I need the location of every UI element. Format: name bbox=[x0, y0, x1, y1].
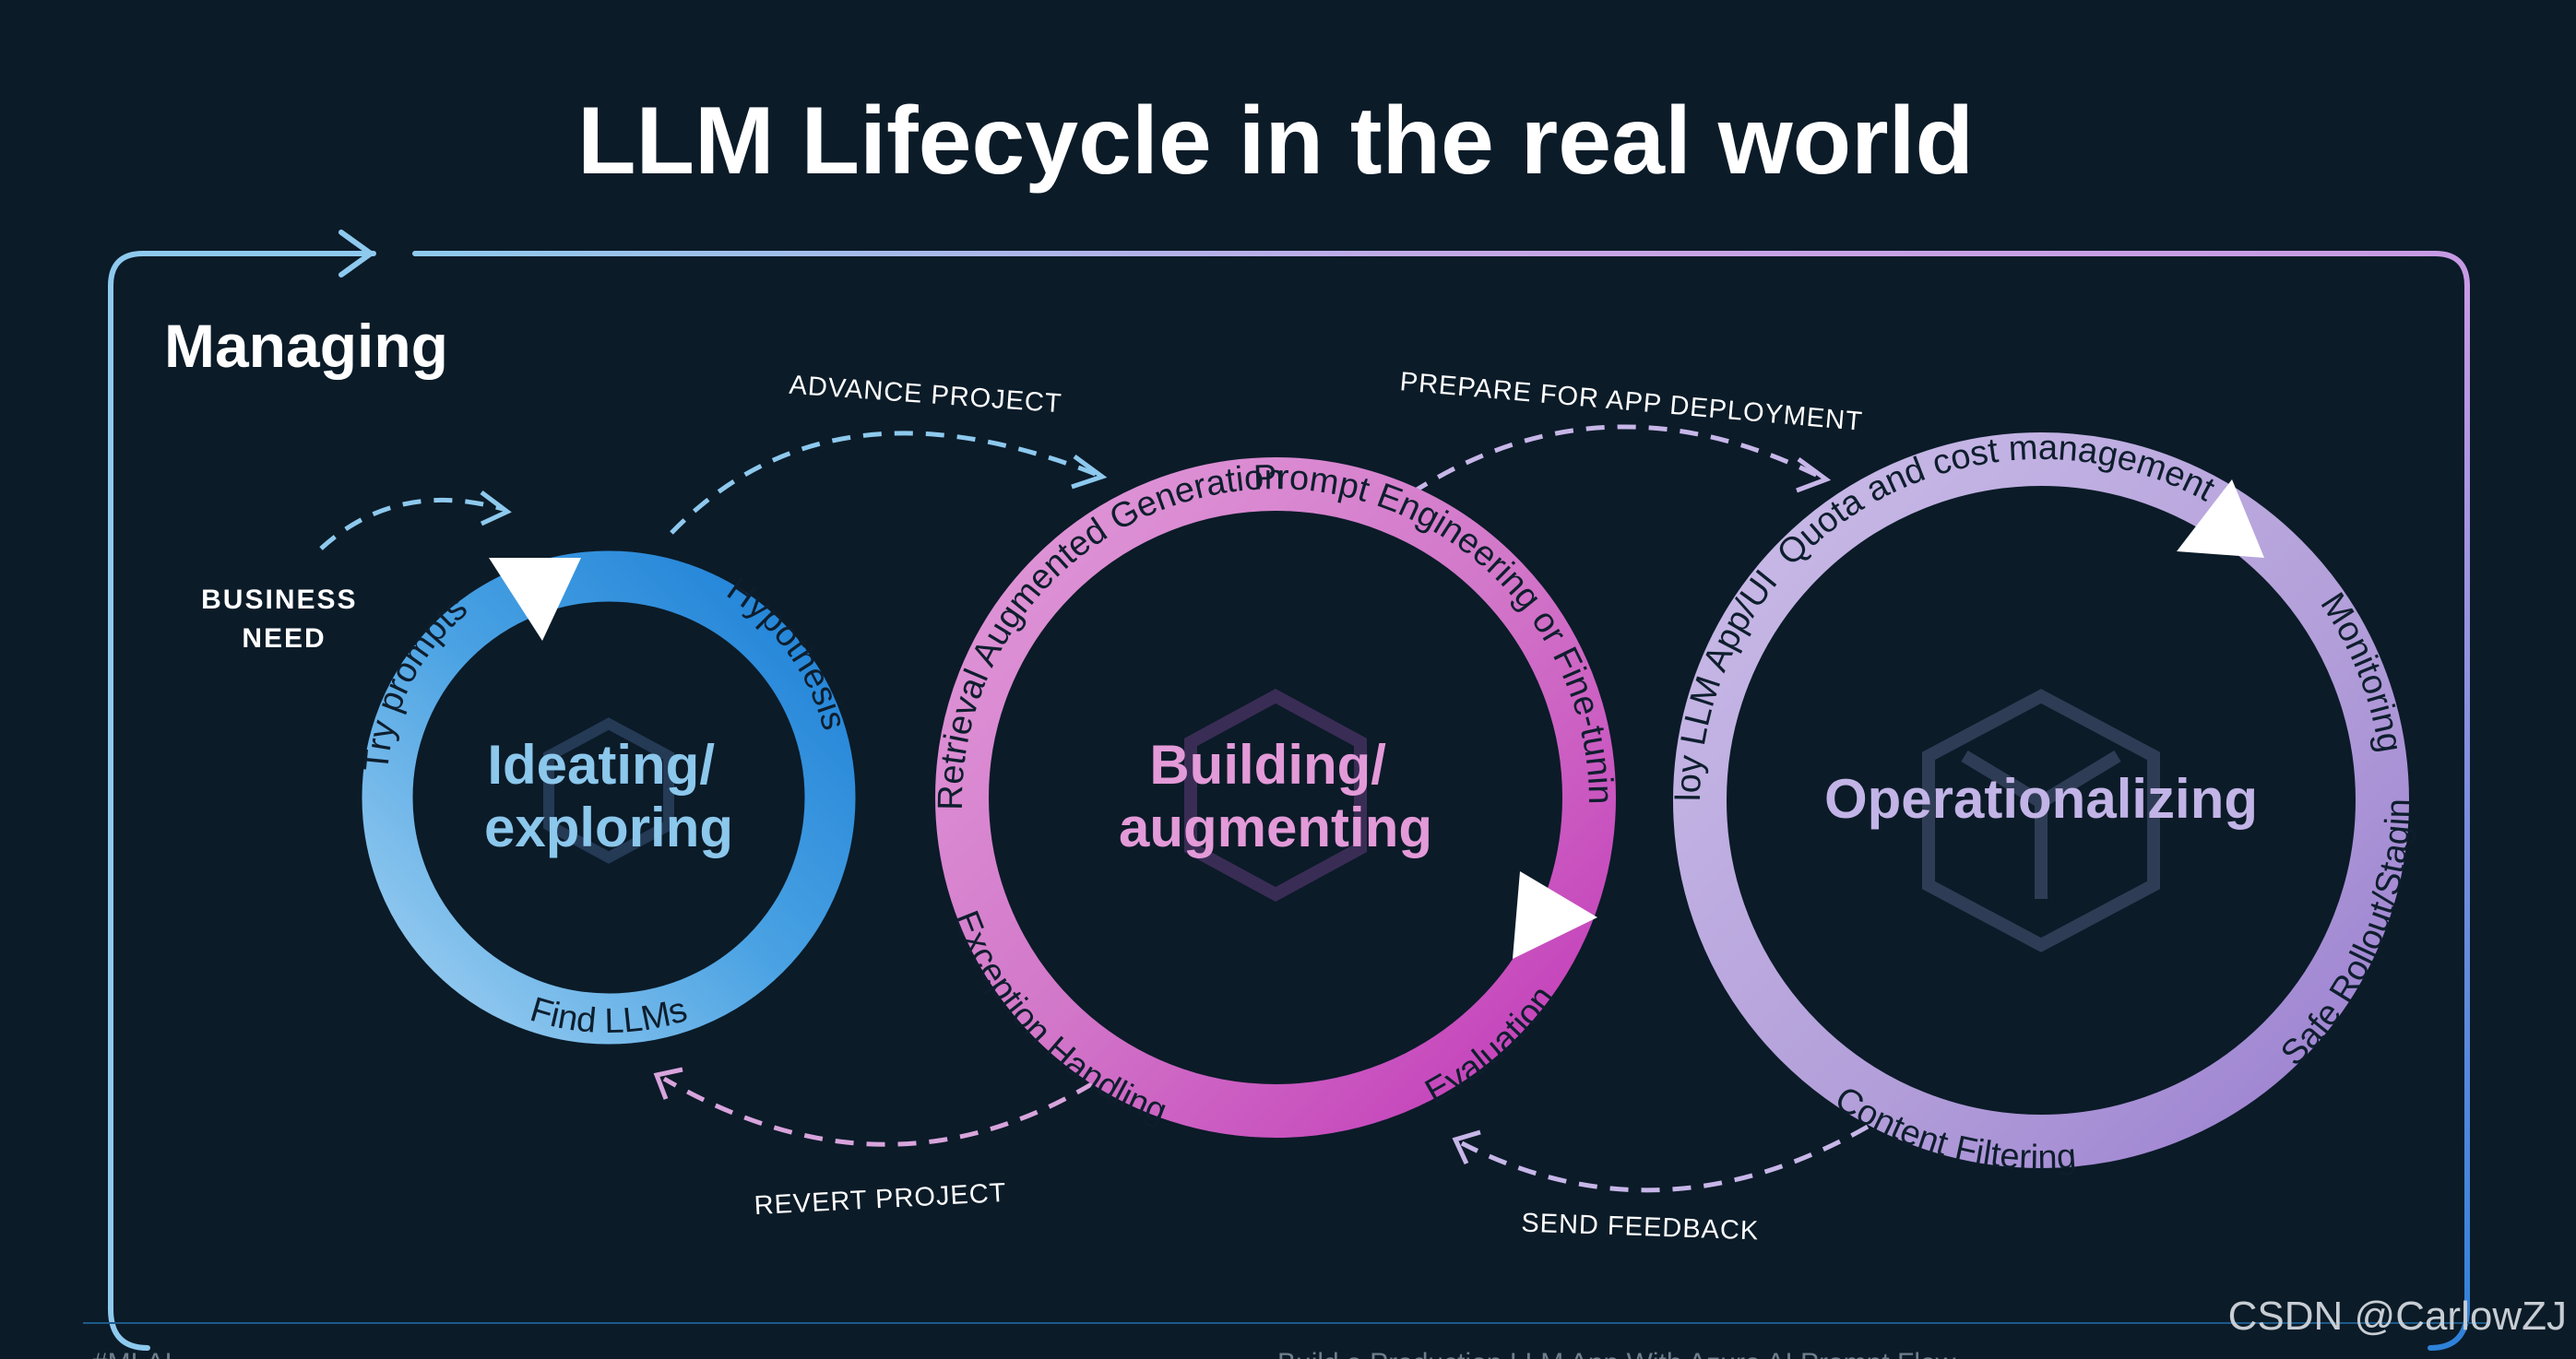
prepare-deployment-arrow-head bbox=[1796, 456, 1832, 493]
ring-arrowhead-icon bbox=[489, 558, 581, 641]
stage-ideating: Hypothesis Try prompts Find LLMs Ideatin… bbox=[357, 550, 856, 1045]
stage-center-line2: augmenting bbox=[1119, 797, 1432, 858]
revert-project-arrow-head bbox=[653, 1067, 683, 1100]
send-feedback-arrow-head bbox=[1452, 1129, 1481, 1165]
managing-label: Managing bbox=[164, 312, 448, 380]
page-title: LLM Lifecycle in the real world bbox=[577, 88, 1974, 195]
advance-project-label: ADVANCE PROJECT bbox=[789, 371, 1063, 420]
managing-frame bbox=[108, 230, 2470, 1351]
stage-center-building: Building/ augmenting bbox=[1119, 734, 1432, 858]
business-need-line2: NEED bbox=[242, 623, 326, 654]
revert-project-label: REVERT PROJECT bbox=[754, 1178, 1007, 1221]
send-feedback-arrow bbox=[1460, 1124, 1870, 1193]
advance-project-arrow bbox=[670, 431, 1098, 535]
footer-left-text: #MLAI bbox=[92, 1348, 172, 1359]
stage-center-line1: Ideating/ bbox=[487, 734, 715, 796]
business-need-arrow bbox=[319, 498, 504, 550]
business-need-arrow-head bbox=[480, 490, 512, 526]
cube-icon bbox=[1922, 689, 2160, 952]
ring-ideating bbox=[362, 550, 856, 1045]
ring-building bbox=[935, 457, 1616, 1138]
ring-operationalizing bbox=[1673, 432, 2409, 1168]
cube-icon bbox=[1184, 689, 1367, 902]
footer-right-text: Build a Production LLM App With Azure AI… bbox=[1277, 1348, 1956, 1359]
stage-center-line1: Building/ bbox=[1149, 734, 1386, 796]
watermark: CSDN @CarlowZJ bbox=[2228, 1294, 2567, 1339]
prepare-deployment-arrow bbox=[1409, 424, 1823, 496]
cube-icon bbox=[543, 717, 674, 864]
stage-center-ideating: Ideating/ exploring bbox=[484, 734, 733, 858]
ring-arrowhead-icon bbox=[2177, 479, 2264, 558]
ring-arrowhead-icon bbox=[1513, 871, 1597, 959]
business-need-label: BUSINESS NEED bbox=[201, 585, 367, 654]
business-need-line1: BUSINESS bbox=[201, 585, 357, 615]
send-feedback-label: SEND FEEDBACK bbox=[1521, 1209, 1760, 1247]
stage-center-line2: exploring bbox=[484, 797, 733, 858]
stage-center-operationalizing: Operationalizing bbox=[1824, 768, 2258, 830]
advance-project-arrow-head bbox=[1071, 454, 1108, 490]
revert-project-arrow bbox=[662, 1076, 1095, 1147]
